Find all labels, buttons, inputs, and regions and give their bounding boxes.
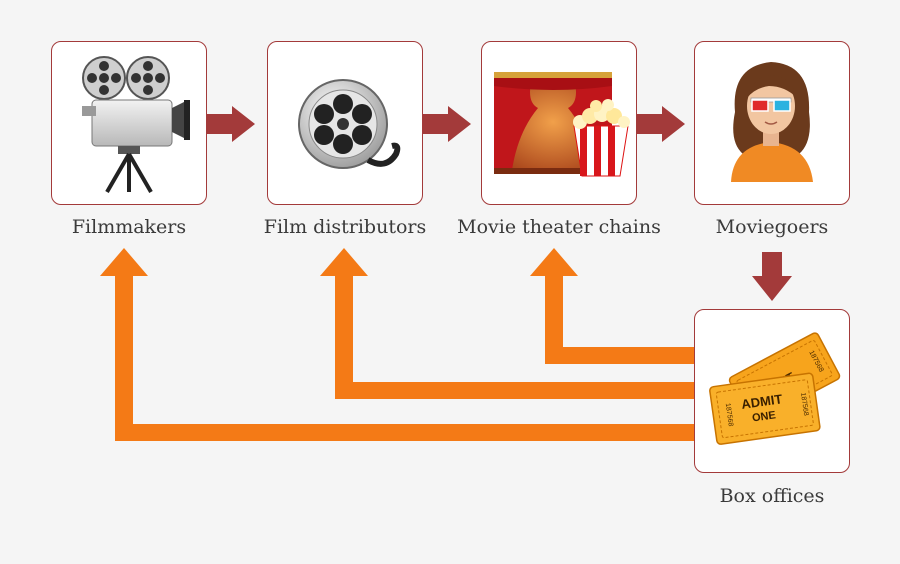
arrow-filmmakers-to-distributors (207, 106, 255, 142)
node-moviegoers (694, 41, 850, 205)
front-ticket-serial-right: 187568 (799, 392, 809, 416)
label-moviegoers: Moviegoers (715, 216, 829, 238)
node-movie-theater-chains (481, 41, 637, 205)
arrow-moviegoers-to-box-offices (752, 252, 792, 301)
money-arrow-to-theaters (530, 248, 695, 364)
money-arrow-to-filmmakers (100, 248, 695, 441)
label-film-distributors: Film distributors (263, 216, 427, 238)
front-ticket-line2: ONE (751, 409, 776, 424)
arrow-theaters-to-moviegoers (637, 106, 685, 142)
arrow-distributors-to-theaters (423, 106, 471, 142)
front-ticket-serial-left: 187568 (724, 403, 734, 427)
moviegoer-3d-glasses-icon (731, 62, 813, 182)
money-arrow-to-distributors (320, 248, 695, 399)
movie-camera-icon (82, 56, 190, 194)
theater-popcorn-icon (494, 72, 630, 177)
label-box-offices: Box offices (719, 485, 825, 507)
front-ticket-line1: ADMIT (740, 391, 783, 412)
label-filmmakers: Filmmakers (71, 216, 187, 238)
node-filmmakers (51, 41, 207, 205)
film-reel-icon (298, 79, 401, 169)
label-movie-theater-chains: Movie theater chains (457, 216, 661, 238)
admit-one-tickets-icon: ADMIT 187568 ADMIT ONE 187568 187568 (709, 332, 841, 445)
node-box-offices: ADMIT 187568 ADMIT ONE 187568 187568 (694, 309, 850, 473)
node-film-distributors (267, 41, 423, 205)
